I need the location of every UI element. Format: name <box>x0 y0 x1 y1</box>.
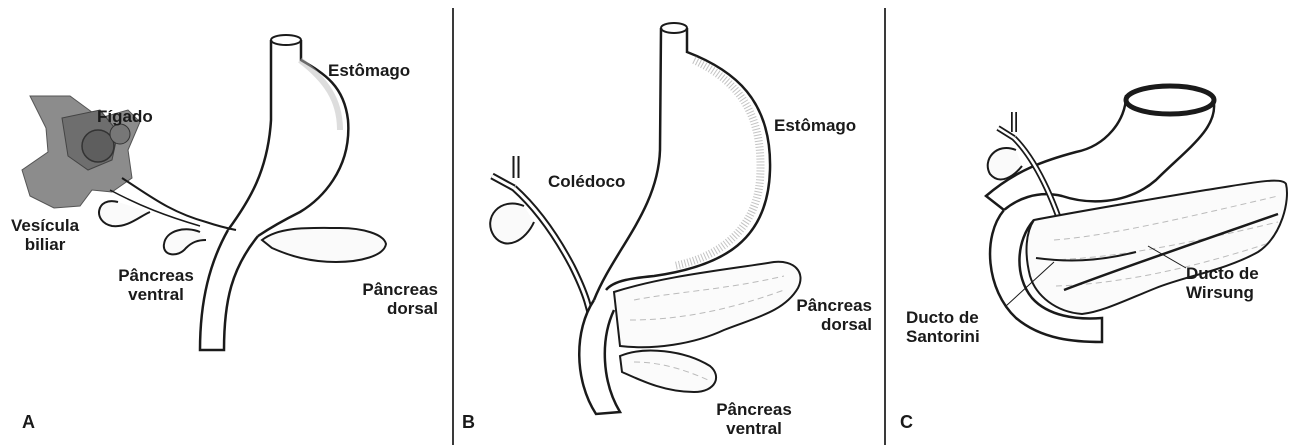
label-santorini-line2: Santorini <box>906 327 980 346</box>
label-wirsung: Ducto de Wirsung <box>1186 264 1259 302</box>
stomach-shape-b <box>594 28 770 300</box>
label-dorsal-line1-a: Pâncreas <box>346 280 438 299</box>
label-ventral-pancreas-b: Pâncreas ventral <box>704 400 804 438</box>
label-wirsung-line2: Wirsung <box>1186 283 1259 302</box>
label-wirsung-line1: Ducto de <box>1186 264 1259 283</box>
label-ventral-line1-a: Pâncreas <box>110 266 202 285</box>
label-gallbladder-line1: Vesícula <box>6 216 84 235</box>
ventral-pancreas-shape-b <box>620 351 716 392</box>
label-ventral-line2-a: ventral <box>110 285 202 304</box>
panel-letter-c: C <box>900 412 913 433</box>
label-ventral-line2-b: ventral <box>704 419 804 438</box>
ventral-bud-shape <box>164 229 206 254</box>
panel-a: Fígado Estômago Vesícula biliar Pâncreas… <box>0 0 452 445</box>
dorsal-bud-shape <box>262 228 386 262</box>
label-ventral-pancreas-a: Pâncreas ventral <box>110 266 202 304</box>
panel-letter-a: A <box>22 412 35 433</box>
panel-letter-b: B <box>462 412 475 433</box>
label-dorsal-line2-a: dorsal <box>346 299 438 318</box>
label-gallbladder: Vesícula biliar <box>6 216 84 254</box>
panel-b-drawing <box>454 0 884 445</box>
label-dorsal-line1-b: Pâncreas <box>772 296 872 315</box>
label-bile-duct: Colédoco <box>548 172 625 191</box>
label-dorsal-line2-b: dorsal <box>772 315 872 334</box>
panel-c-drawing <box>886 0 1290 445</box>
label-stomach-b: Estômago <box>774 116 856 135</box>
panel-b: Colédoco Estômago Pâncreas dorsal Pâncre… <box>454 0 884 445</box>
label-stomach-a: Estômago <box>328 61 410 80</box>
label-ventral-line1-b: Pâncreas <box>704 400 804 419</box>
label-santorini: Ducto de Santorini <box>906 308 980 346</box>
label-gallbladder-line2: biliar <box>6 235 84 254</box>
label-dorsal-pancreas-b: Pâncreas dorsal <box>772 296 872 334</box>
panel-c: Ducto de Wirsung Ducto de Santorini C <box>886 0 1290 445</box>
label-liver: Fígado <box>97 107 153 126</box>
label-dorsal-pancreas-a: Pâncreas dorsal <box>346 280 438 318</box>
label-santorini-line1: Ducto de <box>906 308 980 327</box>
gallbladder-shape-b <box>490 203 534 243</box>
